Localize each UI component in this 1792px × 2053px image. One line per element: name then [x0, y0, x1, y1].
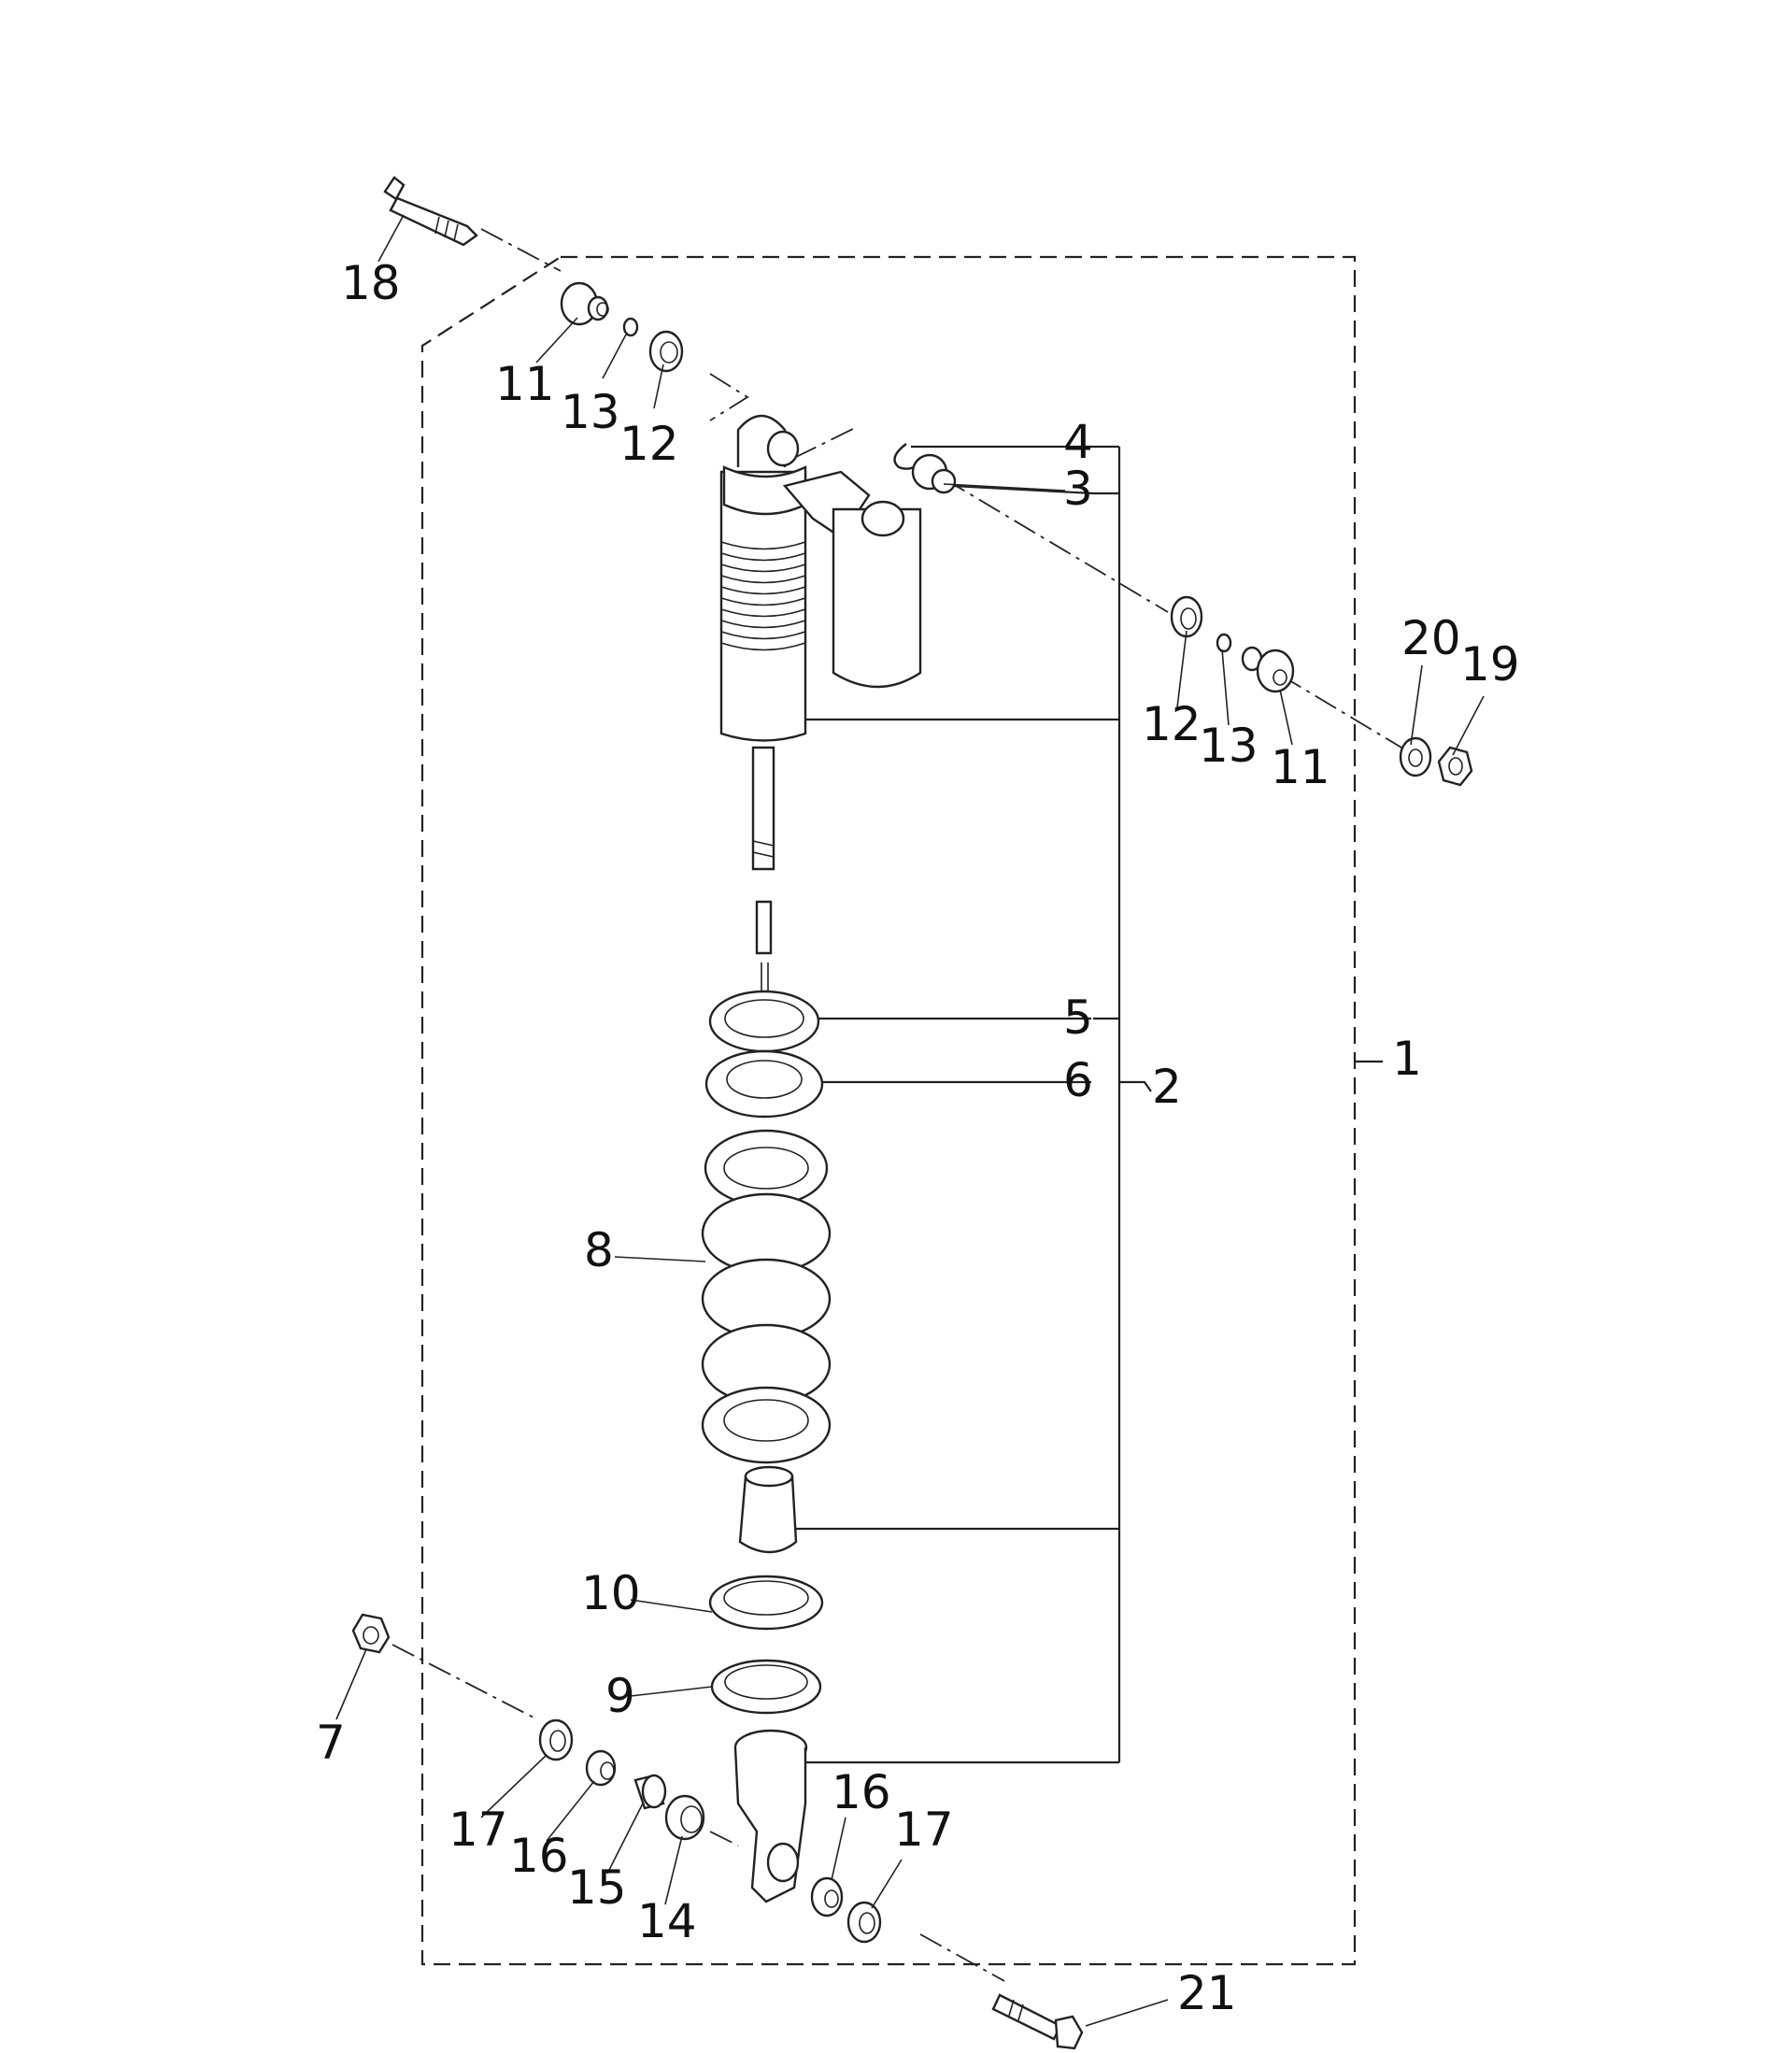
- callout-18: 18: [341, 256, 401, 310]
- callout-11-top: 11: [495, 357, 555, 411]
- seal-12-top-icon: [648, 330, 684, 373]
- leader-lines: [335, 214, 1485, 2027]
- callout-19: 19: [1460, 637, 1520, 691]
- bushing-3-icon: [911, 453, 957, 494]
- callout-6: 6: [1063, 1053, 1093, 1107]
- callout-11-right: 11: [1271, 740, 1330, 794]
- callout-12-right: 12: [1142, 697, 1202, 751]
- callout-13-right: 13: [1199, 719, 1259, 773]
- callout-2: 2: [1152, 1060, 1182, 1114]
- spring-stopper-9-icon: [710, 1659, 822, 1715]
- oring-13-right-icon: [1216, 633, 1232, 653]
- callout-4: 4: [1063, 415, 1093, 469]
- oring-13-top-icon: [622, 317, 639, 337]
- callout-17-right: 17: [894, 1803, 954, 1857]
- callout-1: 1: [1392, 1032, 1422, 1086]
- callout-10: 10: [581, 1566, 641, 1620]
- callout-15: 15: [567, 1861, 627, 1915]
- bushing-11-top-icon: [560, 281, 609, 326]
- nut-19-icon: [1437, 746, 1473, 787]
- callout-17-left: 17: [448, 1803, 508, 1857]
- callout-3: 3: [1063, 462, 1093, 516]
- lower-mount-icon: [733, 1729, 808, 1903]
- bolt-18-icon: [383, 176, 478, 247]
- spring-8-icon: [701, 1129, 832, 1464]
- center-lines: [391, 228, 1402, 1982]
- washer-17-left-icon: [538, 1718, 574, 1761]
- callout-5: 5: [1063, 991, 1093, 1045]
- callout-7: 7: [316, 1716, 346, 1770]
- assembly-boundary: [420, 255, 1357, 1966]
- callout-21: 21: [1177, 1966, 1237, 2020]
- callout-20: 20: [1401, 611, 1461, 665]
- spring-seat-10-icon: [708, 1575, 824, 1631]
- collar-15-icon: [633, 1774, 667, 1810]
- bushing-11-right-icon: [1241, 646, 1295, 693]
- pin-icon: [755, 900, 773, 955]
- washer-17-right-icon: [846, 1901, 882, 1944]
- callout-8: 8: [584, 1223, 614, 1277]
- bearing-14-icon: [664, 1794, 705, 1841]
- spacer-16-right-icon: [810, 1876, 844, 1918]
- shock-absorber-body: [719, 414, 922, 871]
- adjuster-nut-5-icon: [708, 990, 820, 1053]
- bolt-21-icon: [991, 1993, 1084, 2050]
- seal-12-right-icon: [1170, 595, 1203, 638]
- callout-16-right: 16: [832, 1765, 891, 1819]
- washer-20-icon: [1399, 736, 1432, 777]
- lock-nut-6-icon: [704, 1049, 824, 1119]
- callout-labels: 18 11 13 12 4 3 20 19 12 13 11 5 1 6 2 8…: [316, 256, 1520, 2020]
- bump-stop-icon: [738, 1465, 798, 1554]
- callout-13-top: 13: [561, 385, 620, 439]
- nut-7-icon: [351, 1613, 391, 1654]
- callout-9: 9: [605, 1669, 635, 1723]
- spacer-16-left-icon: [585, 1749, 617, 1787]
- callout-16-left: 16: [509, 1829, 569, 1883]
- callout-12-top: 12: [619, 417, 679, 471]
- callout-14: 14: [637, 1894, 697, 1948]
